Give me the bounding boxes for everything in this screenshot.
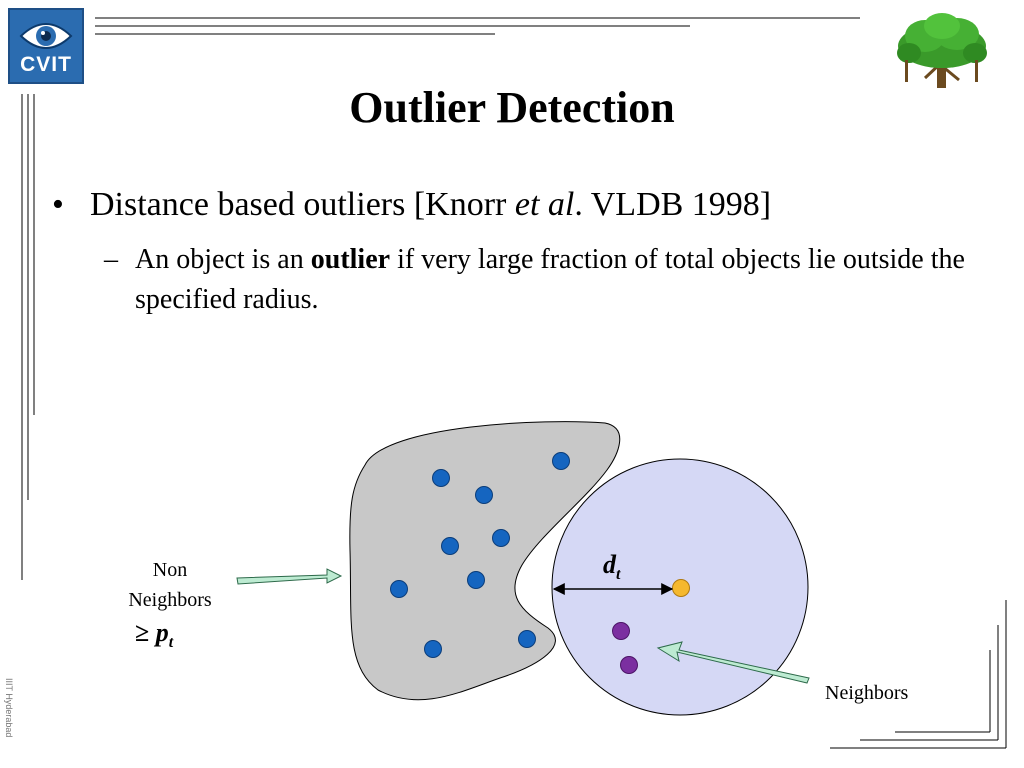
- bullet-marker: •: [52, 186, 64, 223]
- non-neighbors-arrow: [236, 568, 343, 585]
- non-neighbor-point: [467, 571, 485, 589]
- non-neighbors-label: Non Neighbors: [110, 555, 230, 615]
- slide-title: Outlier Detection: [349, 83, 675, 132]
- non-neighbors-label-line1: Non: [152, 559, 188, 581]
- non-neighbor-point: [424, 640, 442, 658]
- non-neighbor-points: [390, 452, 570, 658]
- logo-text: CVIT: [20, 53, 72, 76]
- non-neighbors-label-line2: Neighbors: [128, 589, 212, 611]
- sub-bullet-text-start: An object is an: [135, 244, 311, 275]
- neighbor-point: [620, 656, 638, 674]
- dt-variable: d: [603, 550, 616, 579]
- radius-dt-label: dt: [603, 550, 620, 584]
- query-point: [672, 579, 690, 597]
- bullet-distance-outliers: • Distance based outliers [Knorr et al. V…: [52, 184, 771, 226]
- bullet1-italic: et al: [514, 186, 575, 223]
- sub-bullet-marker: –: [104, 244, 118, 275]
- neighbors-arrow: [656, 641, 810, 684]
- eye-icon: [19, 23, 73, 49]
- threshold-pt-label: ≥ pt: [135, 618, 173, 652]
- tree-logo-icon: [897, 13, 987, 88]
- non-neighbor-point: [432, 469, 450, 487]
- neighbor-point: [612, 622, 630, 640]
- pt-subscript: t: [168, 634, 174, 652]
- sub-bullet-outlier-definition: – An object is an outlier if very large …: [104, 240, 974, 320]
- sub-bullet-bold: outlier: [310, 244, 391, 275]
- non-neighbor-point: [492, 529, 510, 547]
- bullet1-text: Distance based outliers [Knorr: [90, 186, 515, 223]
- sub-bullet-text-end: if very large fraction of total objects …: [135, 244, 965, 315]
- pt-variable: p: [155, 618, 169, 647]
- bullet1-text-end: . VLDB 1998]: [574, 186, 772, 223]
- non-neighbor-point: [475, 486, 493, 504]
- iiit-side-label: IIIT Hyderabad: [4, 678, 14, 738]
- neighbors-label: Neighbors: [825, 682, 909, 704]
- non-neighbor-point: [390, 580, 408, 598]
- cvit-logo: CVIT: [8, 8, 84, 84]
- geq-symbol: ≥: [135, 618, 150, 647]
- neighbor-points: [612, 622, 638, 674]
- sub-bullet-text: An object is an outlier if very large fr…: [135, 240, 974, 320]
- dt-subscript: t: [616, 566, 621, 584]
- non-neighbor-point: [441, 537, 459, 555]
- non-neighbor-region: [349, 421, 621, 701]
- non-neighbor-point: [518, 630, 536, 648]
- non-neighbor-point: [552, 452, 570, 470]
